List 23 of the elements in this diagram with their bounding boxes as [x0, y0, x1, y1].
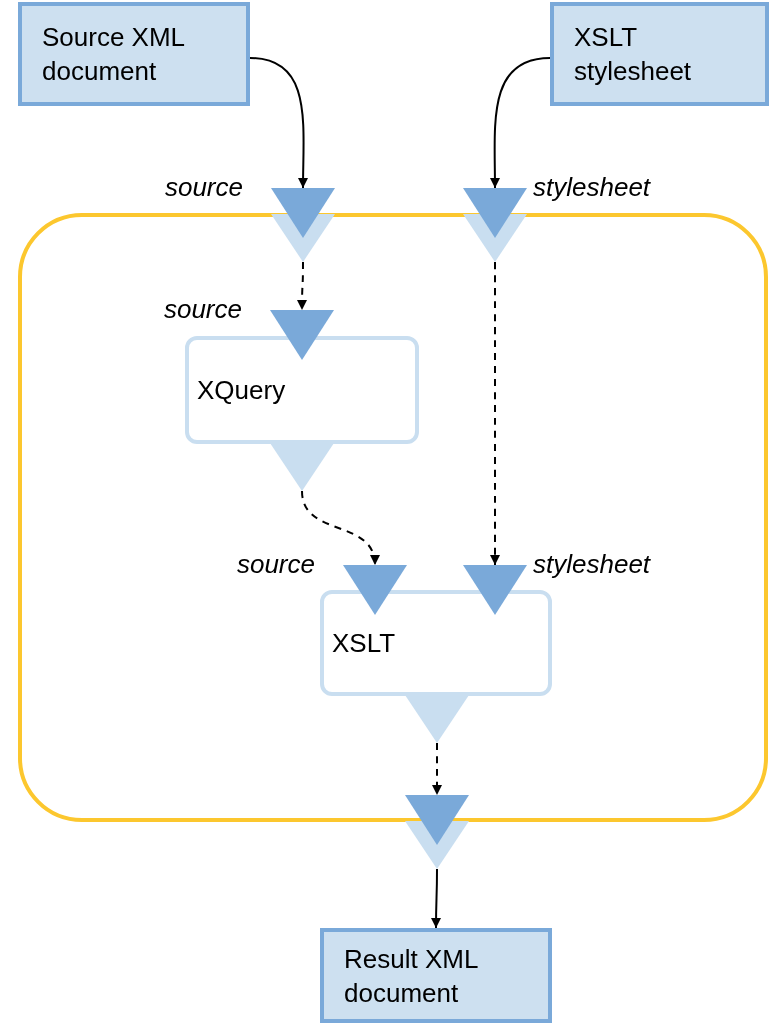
document-label: XSLT stylesheet [574, 21, 693, 88]
arrow [490, 261, 500, 566]
step-label: XQuery [197, 373, 286, 407]
document-box [18, 2, 250, 106]
arrow [431, 868, 442, 929]
pipeline-container [18, 213, 768, 822]
port-label: source [164, 171, 243, 204]
port-label: stylesheet [533, 548, 651, 581]
port-label: source [236, 548, 315, 581]
step-box [320, 590, 552, 696]
arrow [489, 57, 551, 189]
arrow [249, 57, 309, 189]
port-label: source [163, 293, 242, 326]
document-label: Result XML document [344, 942, 479, 1010]
document-label: Source XML document [42, 21, 186, 88]
document-box [550, 2, 769, 106]
arrow [301, 490, 379, 566]
arrow [432, 742, 442, 796]
step-box [185, 336, 419, 444]
step-label: XSLT [332, 626, 396, 660]
arrow [297, 261, 308, 311]
document-box [320, 928, 552, 1023]
port-label: stylesheet [533, 171, 651, 204]
